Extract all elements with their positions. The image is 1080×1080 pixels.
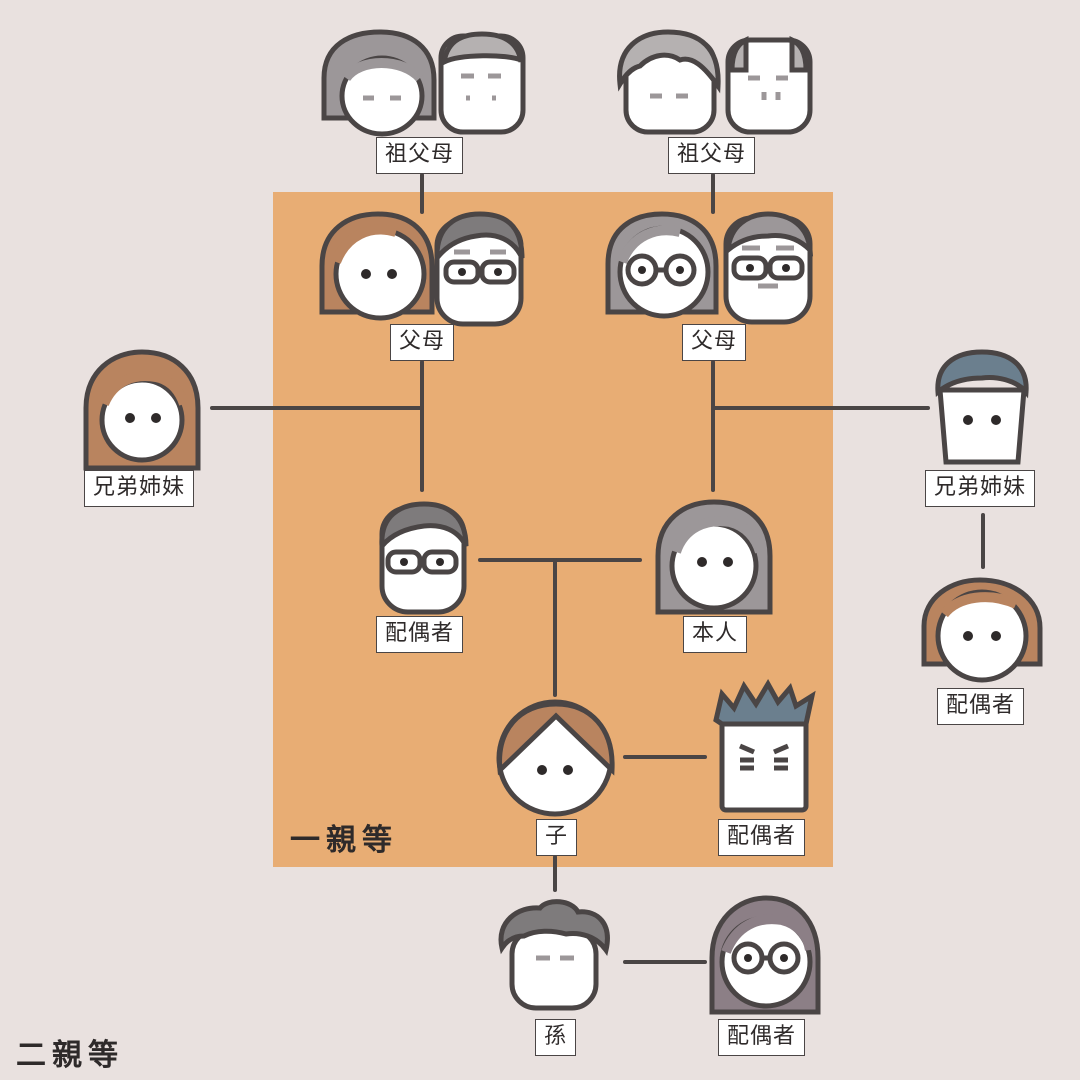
father-left-avatar xyxy=(434,211,525,327)
self-label: 本人 xyxy=(683,616,748,653)
grandfather-right-avatar xyxy=(725,35,813,135)
sibling-right-avatar xyxy=(935,349,1029,465)
parents-right-avatars xyxy=(605,211,814,325)
connector-lines xyxy=(210,173,985,964)
grandparents-right-label: 祖父母 xyxy=(668,137,756,174)
self-avatar xyxy=(655,499,773,615)
grandmother-left-avatar xyxy=(321,29,437,137)
child-label: 子 xyxy=(536,819,578,856)
spouse-self-avatar xyxy=(379,501,469,615)
grandparents-left-label: 祖父母 xyxy=(376,137,464,174)
grandchild-spouse-avatar xyxy=(709,895,821,1015)
parents-right-label: 父母 xyxy=(682,324,747,361)
child-spouse-label: 配偶者 xyxy=(718,819,806,856)
grandparents-left-avatars xyxy=(321,29,526,137)
mother-left-avatar xyxy=(319,211,435,321)
grandparents-right-avatars xyxy=(617,29,813,135)
child-spouse-avatar xyxy=(713,679,816,813)
grandchild-label: 孫 xyxy=(535,1019,577,1056)
grandchild-spouse-label: 配偶者 xyxy=(718,1019,806,1056)
grandchild-avatar xyxy=(498,899,610,1011)
sibling-left-avatar xyxy=(83,349,201,471)
parents-left-label: 父母 xyxy=(390,324,455,361)
sibling-spouse-avatar xyxy=(921,577,1043,683)
grandfather-left-avatar xyxy=(438,31,526,135)
sibling-spouse-label: 配偶者 xyxy=(937,688,1025,725)
sibling-right-label: 兄弟姉妹 xyxy=(925,470,1036,507)
second-degree-title: 二親等 xyxy=(16,1038,124,1073)
sibling-left-label: 兄弟姉妹 xyxy=(84,470,195,507)
father-right-avatar xyxy=(723,211,814,325)
parents-left-avatars xyxy=(319,211,525,327)
first-degree-title: 一親等 xyxy=(290,823,398,858)
child-avatar xyxy=(496,699,615,817)
spouse-self-label: 配偶者 xyxy=(376,616,464,653)
grandmother-right-avatar xyxy=(617,29,721,135)
mother-right-avatar xyxy=(605,211,719,319)
